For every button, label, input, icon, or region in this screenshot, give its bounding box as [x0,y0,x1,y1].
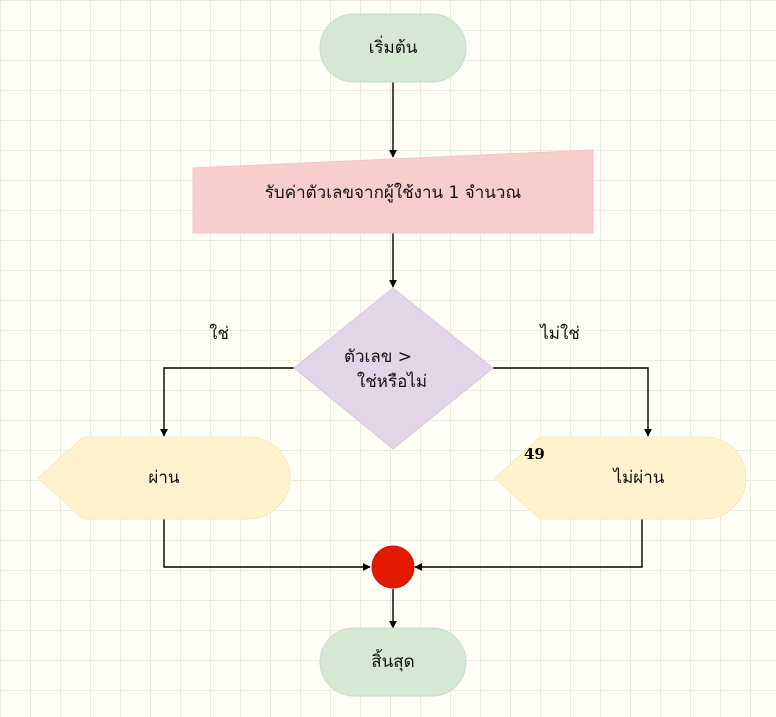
display-shape-pass [37,436,291,520]
start-label: เริ่มต้น [369,35,418,58]
yes-label: ใช่ [209,323,229,344]
decision-node: ตัวเลข > ใช่หรือไม่ [293,287,494,450]
start-node: เริ่มต้น [319,13,467,83]
decision-diamond-shape [293,287,494,450]
end-terminal-shape [319,627,467,697]
decision-label-line1: ตัวเลข > [344,347,412,367]
no-label: ไม่ใช่ [538,323,580,344]
input-node: รับค่าตัวเลขจากผู้ใช้งาน 1 จำนวณ [192,149,594,234]
edge-pass-to-junction [163,519,371,571]
start-terminal-shape [319,13,467,83]
manual-input-shape [192,149,594,234]
pass-label: ผ่าน [148,468,180,488]
end-label: สิ้นสุด [371,649,414,672]
end-node: สิ้นสุด [319,627,467,697]
edge-decision-no [493,367,652,437]
pass-node: ผ่าน [37,436,291,520]
fail-label: ไม่ผ่าน [612,467,665,488]
edge-fail-to-junction [414,519,643,571]
page-number: 49 [524,445,545,463]
edge-decision-yes [160,367,294,437]
junction-circle [371,545,415,589]
display-shape-fail [494,436,747,520]
decision-label-line2: ใช่หรือไม่ [357,371,427,392]
input-label: รับค่าตัวเลขจากผู้ใช้งาน 1 จำนวณ [265,182,522,203]
fail-node: ไม่ผ่าน [494,436,747,520]
